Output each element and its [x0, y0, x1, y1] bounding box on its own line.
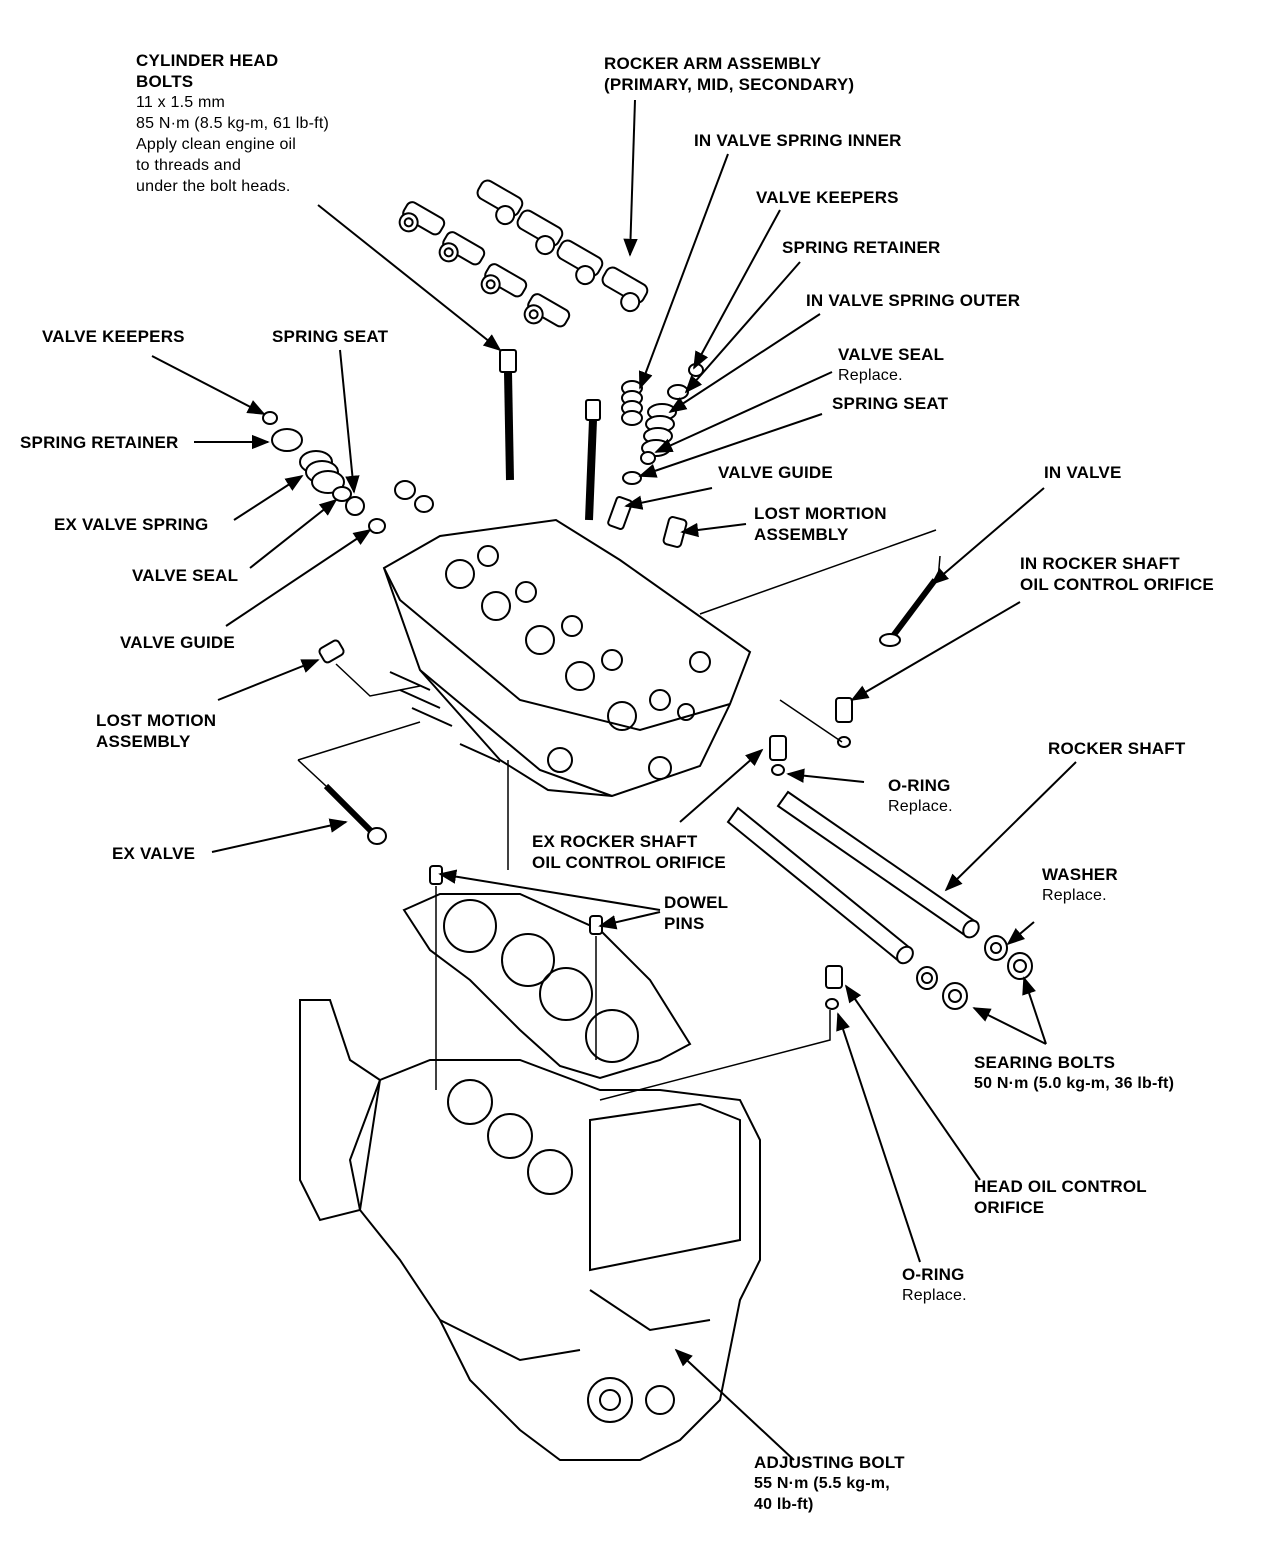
label-rocker-arm-assembly: ROCKER ARM ASSEMBLY (PRIMARY, MID, SECON… — [604, 53, 854, 95]
label-title: IN VALVE SPRING OUTER — [806, 291, 1021, 310]
head-gasket — [402, 865, 692, 1080]
label-spring-seat-left: SPRING SEAT — [272, 326, 388, 347]
label-valve-seal-left: VALVE SEAL — [132, 565, 238, 586]
label-valve-guide-left: VALVE GUIDE — [120, 632, 235, 653]
label-note: under the bolt heads. — [136, 178, 291, 195]
label-title: ASSEMBLY — [96, 732, 191, 751]
label-title: OIL CONTROL ORIFICE — [532, 853, 726, 872]
label-valve-keepers-left: VALVE KEEPERS — [42, 326, 185, 347]
label-note: 50 N·m (5.0 kg-m, 36 lb-ft) — [974, 1075, 1175, 1092]
leader-lines — [151, 99, 1077, 1461]
label-title: ASSEMBLY — [754, 525, 849, 544]
label-note: Apply clean engine oil — [136, 136, 297, 153]
label-title: EX VALVE SPRING — [54, 515, 209, 534]
label-o-ring-upper: O-RING Replace. — [888, 775, 953, 817]
label-title: WASHER — [1042, 865, 1118, 884]
label-title: IN VALVE — [1044, 463, 1122, 482]
label-title: IN ROCKER SHAFT — [1020, 554, 1180, 573]
label-title: LOST MORTION — [754, 504, 887, 523]
label-title: SPRING SEAT — [272, 327, 389, 346]
label-lost-motion-assembly-left: LOST MOTION ASSEMBLY — [96, 710, 216, 752]
rocker-arm-assembly-group — [398, 179, 649, 328]
label-spring-retainer-right: SPRING RETAINER — [782, 237, 941, 258]
label-title: IN VALVE SPRING INNER — [694, 131, 902, 150]
label-title: HEAD OIL CONTROL — [974, 1177, 1147, 1196]
label-title: EX ROCKER SHAFT — [532, 832, 698, 851]
label-note: Replace. — [838, 367, 903, 384]
label-valve-seal-right: VALVE SEAL Replace. — [838, 344, 944, 386]
label-title: VALVE SEAL — [838, 345, 945, 364]
label-adjusting-bolt: ADJUSTING BOLT 55 N·m (5.5 kg-m, 40 lb-f… — [754, 1452, 905, 1515]
label-note: Replace. — [888, 798, 953, 815]
label-in-valve-spring-inner: IN VALVE SPRING INNER — [694, 130, 902, 151]
label-title: VALVE KEEPERS — [756, 188, 899, 207]
label-title: ADJUSTING BOLT — [754, 1453, 905, 1472]
label-note: 55 N·m (5.5 kg-m, — [754, 1475, 890, 1492]
label-title: OIL CONTROL ORIFICE — [1020, 575, 1214, 594]
label-title: (PRIMARY, MID, SECONDARY) — [604, 75, 855, 94]
label-title: VALVE KEEPERS — [42, 327, 185, 346]
label-title: ROCKER ARM ASSEMBLY — [604, 54, 822, 73]
label-title: BOLTS — [136, 72, 194, 91]
label-valve-guide-right: VALVE GUIDE — [718, 462, 833, 483]
engine-block — [299, 999, 761, 1461]
label-title: ROCKER SHAFT — [1048, 739, 1186, 758]
label-note: to threads and — [136, 157, 242, 174]
label-title: VALVE SEAL — [132, 566, 239, 585]
label-ex-rocker-shaft-orifice: EX ROCKER SHAFT OIL CONTROL ORIFICE — [532, 831, 726, 873]
label-sealing-bolts: SEARING BOLTS 50 N·m (5.0 kg-m, 36 lb-ft… — [974, 1052, 1174, 1094]
label-title: DOWEL — [664, 893, 729, 912]
label-o-ring-lower: O-RING Replace. — [902, 1264, 967, 1306]
label-in-rocker-shaft-orifice: IN ROCKER SHAFT OIL CONTROL ORIFICE — [1020, 553, 1214, 595]
cylinder-head — [382, 518, 752, 798]
label-ex-valve: EX VALVE — [112, 843, 195, 864]
label-in-valve-spring-outer: IN VALVE SPRING OUTER — [806, 290, 1020, 311]
label-title: PINS — [664, 914, 705, 933]
label-in-valve: IN VALVE — [1044, 462, 1121, 483]
guide-lines — [297, 529, 941, 1101]
label-title: SPRING SEAT — [832, 394, 949, 413]
label-note: Replace. — [1042, 887, 1107, 904]
label-valve-keepers-right: VALVE KEEPERS — [756, 187, 899, 208]
label-title: VALVE GUIDE — [120, 633, 235, 652]
label-title: O-RING — [902, 1265, 965, 1284]
label-note: 11 x 1.5 mm — [136, 94, 226, 111]
label-title: EX VALVE — [112, 844, 196, 863]
label-ex-valve-spring: EX VALVE SPRING — [54, 514, 208, 535]
label-note: Replace. — [902, 1287, 967, 1304]
label-title: VALVE GUIDE — [718, 463, 833, 482]
valve-train-parts — [262, 349, 938, 1010]
label-lost-mortion-assembly: LOST MORTION ASSEMBLY — [754, 503, 887, 545]
label-title: CYLINDER HEAD — [136, 51, 279, 70]
label-spring-retainer-left: SPRING RETAINER — [20, 432, 179, 453]
label-note: 85 N·m (8.5 kg-m, 61 lb-ft) — [136, 115, 330, 132]
label-cylinder-head-bolts: CYLINDER HEAD BOLTS 11 x 1.5 mm 85 N·m (… — [136, 50, 329, 197]
rocker-shafts — [726, 790, 1033, 1010]
label-spring-seat-right: SPRING SEAT — [832, 393, 948, 414]
label-head-oil-control-orifice: HEAD OIL CONTROL ORIFICE — [974, 1176, 1147, 1218]
label-dowel-pins: DOWEL PINS — [664, 892, 728, 934]
label-title: SPRING RETAINER — [782, 238, 941, 257]
label-washer: WASHER Replace. — [1042, 864, 1118, 906]
label-title: LOST MOTION — [96, 711, 217, 730]
label-rocker-shaft: ROCKER SHAFT — [1048, 738, 1185, 759]
label-title: SEARING BOLTS — [974, 1053, 1116, 1072]
label-note: 40 lb-ft) — [754, 1496, 814, 1513]
label-title: ORIFICE — [974, 1198, 1045, 1217]
label-title: SPRING RETAINER — [20, 433, 179, 452]
label-title: O-RING — [888, 776, 951, 795]
